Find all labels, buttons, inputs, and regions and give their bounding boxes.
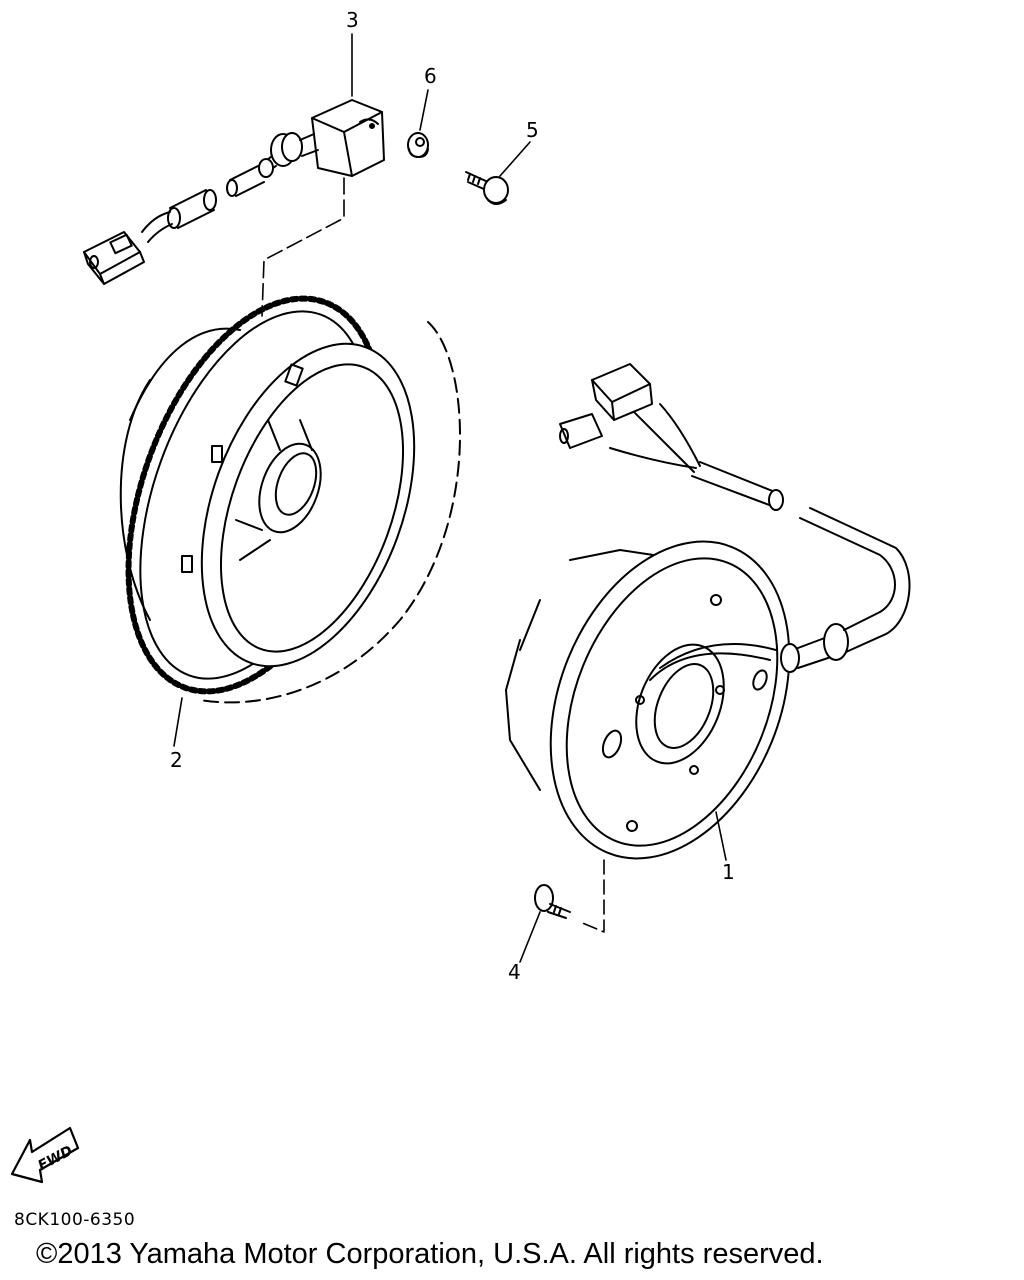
callout-4: 4 <box>508 960 521 984</box>
flywheel-rotor <box>119 295 461 704</box>
stator-assembly <box>505 363 911 860</box>
pickup-coil-assembly <box>83 99 385 285</box>
diagram-code: 8CK100-6350 <box>14 1210 136 1230</box>
screw-part <box>534 884 571 919</box>
callout-6: 6 <box>424 64 437 88</box>
leader-lines <box>173 33 727 963</box>
callout-2: 2 <box>170 748 183 772</box>
bolt-part <box>465 171 509 205</box>
washer-part <box>407 132 429 158</box>
callout-1: 1 <box>722 860 735 884</box>
callout-3: 3 <box>346 8 359 32</box>
callout-5: 5 <box>526 118 539 142</box>
copyright-notice: ©2013 Yamaha Motor Corporation, U.S.A. A… <box>36 1238 824 1270</box>
fwd-arrow-icon <box>10 1126 80 1184</box>
